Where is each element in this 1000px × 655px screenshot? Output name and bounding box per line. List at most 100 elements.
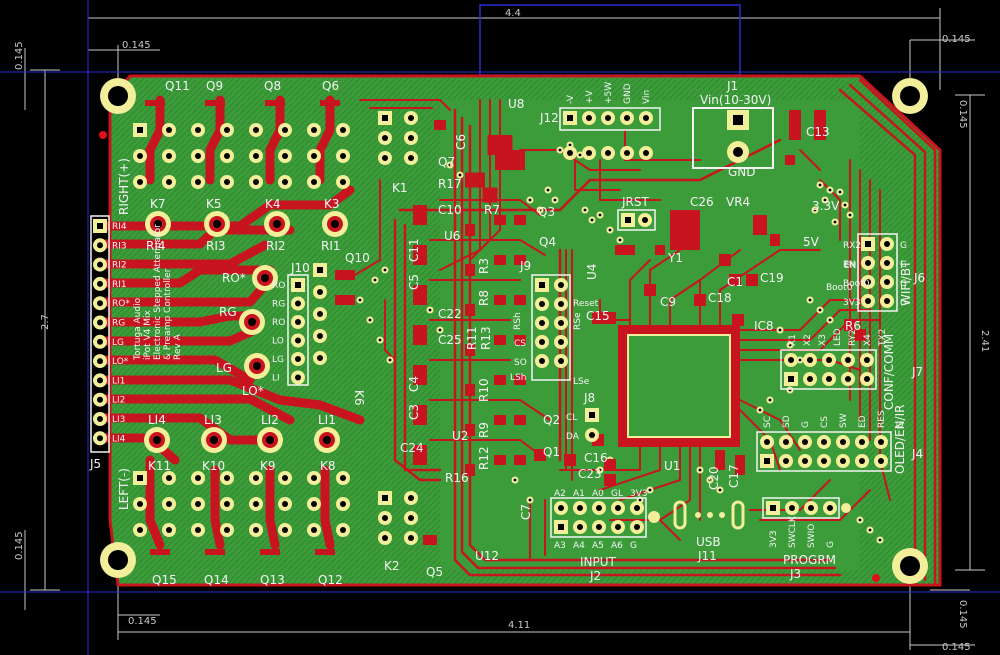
j4-pin-top-hole — [859, 439, 865, 445]
designator-c18: C18 — [708, 291, 732, 305]
j2-pin-bottom-hole — [596, 524, 602, 530]
j4-pin-label: ED — [858, 415, 868, 428]
designator-j9: J9 — [519, 259, 531, 273]
j9-pin-hole — [558, 358, 564, 364]
j4-pin-top-hole — [764, 439, 770, 445]
j7-pin-bottom-hole — [826, 376, 832, 382]
relay-k-bottom-pin-hole — [166, 501, 172, 507]
j9-pin-hole — [539, 320, 545, 326]
smd-pad — [789, 110, 801, 140]
via-hole — [828, 188, 832, 192]
dim-margin-hole-left: 0.145 — [122, 40, 151, 51]
designator-c4: C4 — [407, 376, 421, 392]
j9-pin-hole — [558, 301, 564, 307]
designator-c6: C6 — [454, 134, 468, 150]
via-hole — [538, 208, 542, 212]
designator-rg: RG — [219, 305, 237, 319]
j6-gnd-label: G — [900, 279, 907, 289]
label-usb: USB — [696, 535, 721, 549]
usb-shell-left — [673, 500, 687, 530]
smd-pad — [265, 100, 285, 106]
j7-pin-bottom-hole — [864, 376, 870, 382]
relay-k2-pin-hole — [382, 515, 388, 521]
attenuator-contact-hole — [273, 220, 281, 228]
designator-r9: R9 — [477, 422, 491, 438]
label-lsh: LSh — [510, 373, 526, 383]
j10-pin-label: RO — [272, 318, 285, 328]
relay-k-top-pin-hole — [224, 153, 230, 159]
via-hole — [568, 143, 572, 147]
j5-pin-hole — [97, 223, 103, 229]
j2-pin-label-top: A2 — [554, 489, 566, 499]
trace — [403, 223, 442, 472]
via-hole — [428, 308, 432, 312]
smd-pad — [465, 264, 475, 276]
relay-k-bottom-pin-hole — [282, 501, 288, 507]
designator-j8: J8 — [583, 391, 595, 405]
j9-pin-hole — [539, 358, 545, 364]
board-title-block: Tortuga Audio iPot V4 Mix Electronic Ste… — [133, 224, 183, 361]
smd-pad — [413, 365, 427, 385]
designator-q5: Q5 — [426, 565, 443, 579]
via-hole — [768, 398, 772, 402]
via-hole — [368, 318, 372, 322]
smd-pad — [320, 100, 340, 106]
smd-pad — [494, 255, 506, 265]
designator-k1: K1 — [392, 181, 408, 195]
smd-pad — [465, 464, 475, 476]
smd-pad — [465, 172, 485, 188]
j5-pin-hole — [97, 435, 103, 442]
smd-pad — [494, 335, 506, 345]
smd-pad — [494, 455, 506, 465]
smd-pad — [434, 120, 446, 130]
smd-pad — [644, 284, 656, 296]
via-hole — [718, 488, 722, 492]
j7-pin-top-hole — [864, 357, 870, 363]
power-jack-j1[interactable] — [692, 107, 774, 169]
via-hole — [383, 268, 387, 272]
j2-marker — [648, 511, 660, 523]
designator-j3: J3 — [789, 567, 801, 581]
designator-q9: Q9 — [206, 79, 223, 93]
j5-pin-label: LI4 — [112, 434, 126, 444]
relay-k6-pin-hole — [317, 355, 323, 361]
designator-c26: C26 — [690, 195, 714, 209]
trace — [384, 299, 396, 361]
designator-c24: C24 — [400, 441, 424, 455]
relay-k-bottom-pin-hole — [195, 475, 201, 481]
j4-pin-label: SC — [763, 416, 773, 428]
j4-pin-top-hole — [878, 439, 884, 445]
designator-k4: K4 — [265, 197, 281, 211]
trace — [439, 199, 541, 216]
j6-pin-label: Boot0 — [843, 279, 870, 289]
via-hole — [648, 488, 652, 492]
usb-pin — [695, 512, 701, 518]
designator-j2: J2 — [589, 569, 601, 583]
trace — [649, 249, 681, 326]
j7-pin-bottom-hole — [788, 376, 794, 382]
designator-k10: K10 — [202, 459, 225, 473]
j5-pin-label: RI1 — [112, 280, 127, 290]
designator-u6: U6 — [444, 229, 460, 243]
trace — [799, 149, 821, 171]
j5-pin-label: RO* — [112, 299, 130, 309]
relay-k2-pin-hole — [382, 535, 388, 541]
designator-r6: R6 — [845, 319, 861, 333]
trace — [739, 309, 871, 341]
designator-q3: Q3 — [538, 205, 555, 219]
j3-pin-hole — [827, 505, 833, 511]
j10-pin-label: RG — [272, 300, 285, 310]
designator-q6: Q6 — [322, 79, 339, 93]
j12-pin-bottom-hole — [586, 150, 592, 156]
j4-pin-bottom-hole — [764, 458, 770, 464]
smd-pad — [335, 295, 355, 305]
trace — [429, 399, 551, 421]
designator-q15: Q15 — [152, 573, 177, 587]
j2-pin-top-hole — [558, 505, 564, 511]
via-hole — [546, 188, 550, 192]
smd-pad — [145, 100, 165, 106]
